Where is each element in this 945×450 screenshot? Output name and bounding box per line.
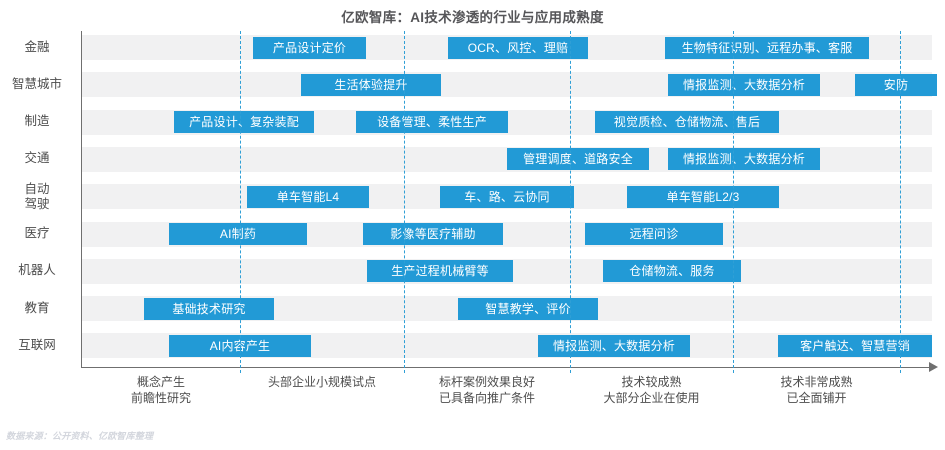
y-axis-line (81, 31, 82, 368)
x-axis-line (81, 367, 931, 368)
maturity-bar[interactable]: 视觉质检、仓储物流、售后 (595, 111, 779, 134)
maturity-bar[interactable]: OCR、风控、理赔 (448, 36, 588, 59)
maturity-bar[interactable]: 单车智能L4 (247, 185, 369, 208)
maturity-bar[interactable]: 远程问诊 (585, 223, 723, 245)
maturity-bar[interactable]: 客户触达、智慧营销 (778, 334, 932, 357)
stage-gridline-5 (900, 31, 901, 373)
maturity-bar[interactable]: 产品设计定价 (253, 36, 366, 59)
stage-label-line: 技术非常成熟 (780, 375, 853, 389)
stage-label-5: 技术非常成熟已全面铺开 (727, 374, 907, 406)
stage-label-1: 概念产生前瞻性研究 (71, 374, 251, 406)
maturity-bar[interactable]: 安防 (855, 73, 937, 96)
row-label-医疗: 医疗 (0, 226, 74, 241)
maturity-bar[interactable]: 情报监测、大数据分析 (668, 73, 820, 96)
maturity-bar[interactable]: 情报监测、大数据分析 (538, 334, 690, 357)
maturity-bar[interactable]: 生物特征识别、远程办事、客服 (665, 36, 869, 59)
maturity-bar[interactable]: 情报监测、大数据分析 (668, 148, 820, 171)
stage-gridline-1 (240, 31, 241, 373)
maturity-bar[interactable]: 单车智能L2/3 (627, 185, 779, 208)
row-label-金融: 金融 (0, 40, 74, 55)
row-label-line: 互联网 (18, 337, 56, 352)
maturity-bar[interactable]: 生产过程机械臂等 (367, 260, 513, 283)
row-label-自动驾驶: 自动驾驶 (0, 182, 74, 212)
stage-gridline-2 (404, 31, 405, 373)
stage-label-3: 标杆案例效果良好已具备向推广条件 (397, 374, 577, 406)
row-label-line: 金融 (24, 39, 50, 54)
stage-label-4: 技术较成熟大部分企业在使用 (562, 374, 742, 406)
stage-label-line: 前瞻性研究 (130, 391, 191, 405)
stage-gridline-4 (733, 31, 734, 373)
maturity-bar[interactable]: 智慧教学、评价 (458, 297, 598, 320)
row-label-line: 智慧城市 (11, 76, 62, 91)
source-note: 数据来源：公开资料、亿欧智库整理 (6, 431, 154, 441)
stage-label-line: 已全面铺开 (786, 391, 847, 405)
row-label-line: 交通 (24, 151, 50, 166)
stage-label-line: 概念产生 (136, 375, 185, 389)
row-label-line: 驾驶 (24, 196, 50, 211)
maturity-bar[interactable]: 产品设计、复杂装配 (174, 111, 314, 134)
row-label-交通: 交通 (0, 151, 74, 166)
row-label-line: 教育 (24, 300, 50, 315)
maturity-bar[interactable]: 基础技术研究 (144, 297, 274, 320)
row-label-机器人: 机器人 (0, 263, 74, 278)
row-label-line: 自动 (24, 181, 50, 196)
x-axis-arrow-icon (929, 362, 938, 372)
row-label-制造: 制造 (0, 114, 74, 129)
maturity-bar[interactable]: 设备管理、柔性生产 (356, 111, 508, 134)
row-label-智慧城市: 智慧城市 (0, 77, 74, 92)
maturity-bar[interactable]: 影像等医疗辅助 (363, 223, 503, 245)
row-label-line: 制造 (24, 114, 50, 129)
row-label-line: 机器人 (18, 263, 56, 278)
stage-label-2: 头部企业小规模试点 (232, 374, 412, 390)
chart-title: 亿欧智库：AI技术渗透的行业与应用成熟度 (341, 10, 604, 25)
maturity-bar[interactable]: 管理调度、道路安全 (507, 148, 649, 171)
stage-label-line: 已具备向推广条件 (438, 391, 535, 405)
maturity-bar[interactable]: 生活体验提升 (301, 73, 441, 96)
stage-label-line: 大部分企业在使用 (603, 391, 700, 405)
row-label-互联网: 互联网 (0, 338, 74, 353)
maturity-bar[interactable]: 车、路、云协同 (440, 185, 574, 208)
stage-label-line: 技术较成熟 (621, 375, 682, 389)
row-label-line: 医疗 (24, 226, 50, 240)
maturity-bar[interactable]: 仓储物流、服务 (603, 260, 741, 283)
stage-label-line: 标杆案例效果良好 (438, 375, 535, 389)
row-label-教育: 教育 (0, 301, 74, 316)
maturity-bar[interactable]: AI制药 (169, 223, 307, 245)
stage-gridline-3 (570, 31, 571, 373)
stage-label-line: 头部企业小规模试点 (267, 375, 376, 389)
